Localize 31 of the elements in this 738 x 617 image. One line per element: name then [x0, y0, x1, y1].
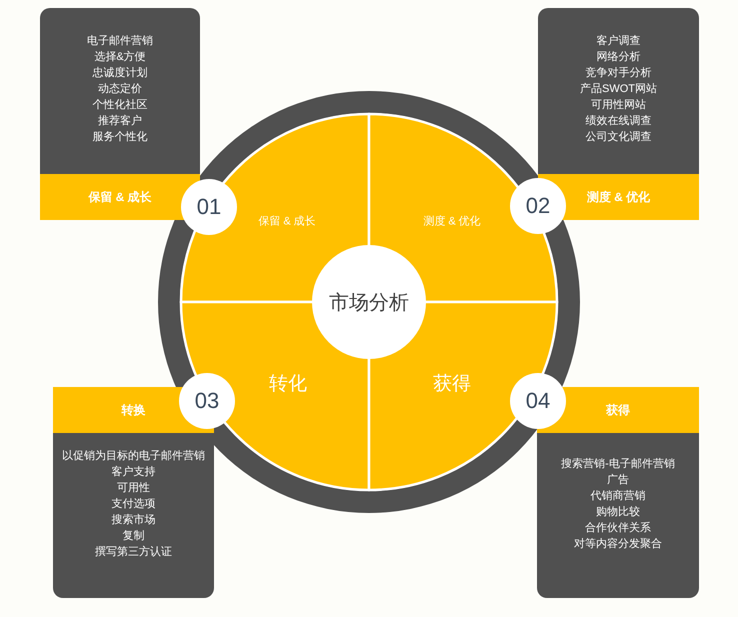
list-item: 竞争对手分析 [586, 66, 652, 81]
list-item: 以促销为目标的电子邮件营销 [62, 449, 205, 464]
list-item: 客户支持 [112, 464, 156, 480]
quadrant-label: 获得 [433, 374, 471, 396]
list-item: 可用性网站 [591, 98, 646, 113]
quadrant-label: 转化 [269, 374, 307, 396]
list-item: 公司文化调查 [586, 130, 652, 145]
list-item: 搜索市场 [112, 512, 156, 528]
list-item: 复制 [122, 529, 144, 544]
list-item: 可用性 [117, 481, 150, 496]
list-item: 选择&方便 [94, 50, 146, 65]
list-item: 对等内容分发聚合 [574, 536, 662, 552]
list-item: 网络分析 [596, 50, 640, 65]
list-item: 推荐客户 [98, 114, 142, 129]
list-item: 合作伙伴关系 [585, 520, 651, 536]
list-item: 代销商营销 [590, 488, 646, 504]
list-item: 撰写第三方认证 [95, 544, 172, 560]
list-item: 产品SWOT网站 [580, 82, 657, 97]
list-item: 动态定价 [98, 82, 142, 97]
list-item: 忠诚度计划 [92, 66, 148, 81]
list-item: 服务个性化 [92, 130, 148, 145]
quadrant-label: 测度 & 优化 [423, 215, 481, 229]
list-item: 搜索营销-电子邮件营销 [561, 456, 675, 472]
list-item: 广告 [607, 472, 629, 488]
list-item: 支付选项 [112, 497, 156, 512]
list-item: 个性化社区 [92, 98, 148, 113]
quadrant-label: 保留 & 成长 [258, 215, 316, 229]
list-item: 绩效在线调查 [586, 114, 652, 129]
list-item: 电子邮件营销 [87, 34, 153, 49]
list-item: 购物比较 [596, 505, 640, 520]
list-item: 客户调查 [596, 34, 640, 49]
